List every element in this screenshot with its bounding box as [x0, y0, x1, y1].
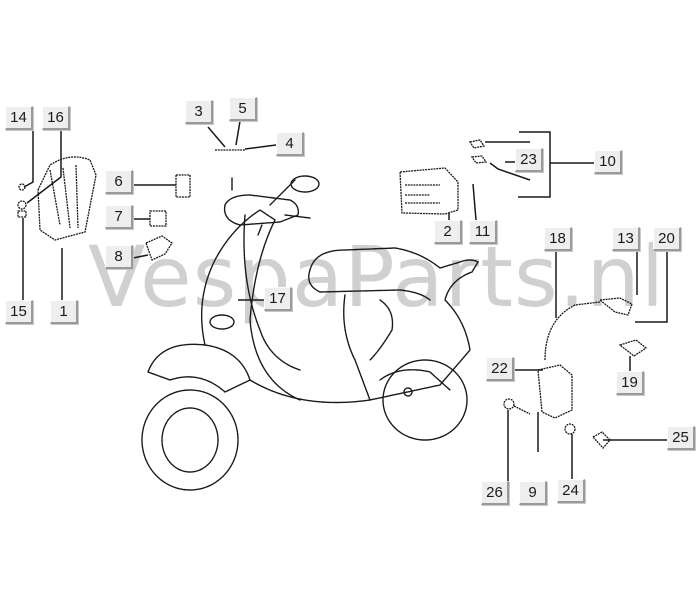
callout-6[interactable]: 6: [105, 170, 133, 194]
callout-24[interactable]: 24: [557, 479, 585, 503]
callout-5[interactable]: 5: [229, 97, 257, 121]
callout-23[interactable]: 23: [515, 148, 543, 172]
callout-15[interactable]: 15: [5, 300, 33, 324]
callout-22[interactable]: 22: [486, 357, 514, 381]
callout-10[interactable]: 10: [594, 150, 622, 174]
callout-25[interactable]: 25: [667, 426, 695, 450]
callout-26[interactable]: 26: [481, 481, 509, 505]
callout-8[interactable]: 8: [105, 245, 133, 269]
callout-11[interactable]: 11: [469, 220, 497, 244]
callout-13[interactable]: 13: [612, 227, 640, 251]
callout-4[interactable]: 4: [276, 132, 304, 156]
callout-14[interactable]: 14: [5, 106, 33, 130]
callout-1[interactable]: 1: [50, 300, 78, 324]
callout-19[interactable]: 19: [616, 371, 644, 395]
callout-16[interactable]: 16: [42, 106, 70, 130]
callout-9[interactable]: 9: [519, 481, 547, 505]
callout-2[interactable]: 2: [434, 220, 462, 244]
callout-18[interactable]: 18: [544, 227, 572, 251]
callout-7[interactable]: 7: [105, 205, 133, 229]
callout-20[interactable]: 20: [653, 227, 681, 251]
callout-3[interactable]: 3: [185, 100, 213, 124]
callout-17[interactable]: 17: [264, 287, 292, 311]
